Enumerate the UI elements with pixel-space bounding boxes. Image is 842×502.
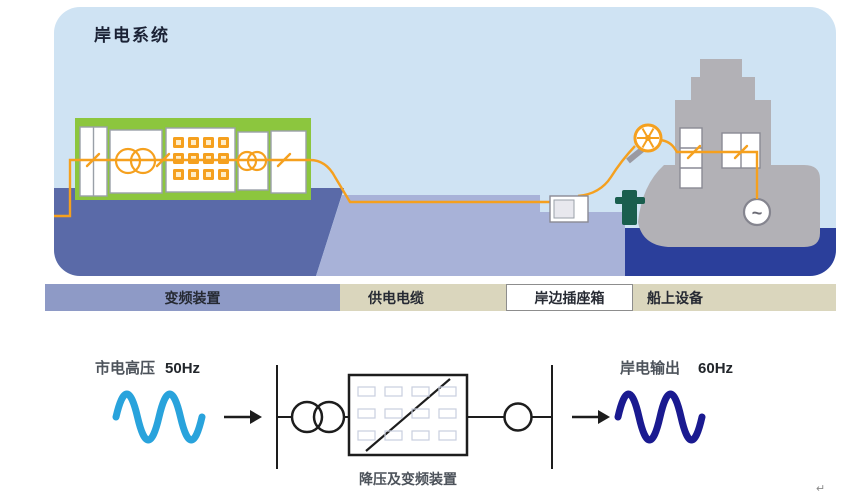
converter-module-centers [176, 140, 226, 177]
transformer-icon [129, 147, 157, 175]
generator-tilde-icon: ~ [752, 203, 763, 223]
converter-internal-pattern [357, 386, 457, 441]
cable-ship-drop [577, 145, 636, 198]
device-label: 降压及变频装置 [359, 471, 457, 487]
output-frequency: 60Hz [698, 360, 734, 377]
transformer-icon [246, 150, 268, 172]
output-filter-icon [503, 402, 533, 432]
dock-platform [54, 188, 344, 276]
equipment-cabinet [109, 129, 163, 194]
pedestal-post [622, 190, 637, 225]
breaker-switch-icon [276, 152, 292, 168]
breaker-switch-icon [733, 144, 749, 160]
legend-label: 变频装置 [164, 289, 221, 306]
output-caption: 岸电输出 60Hz [620, 357, 733, 378]
return-mark: ↵ [816, 483, 826, 495]
connection-pedestal [615, 190, 645, 225]
cable-ship-run [659, 138, 759, 199]
breaker-switch-icon [85, 152, 101, 168]
legend-label: 岸边插座箱 [534, 289, 605, 306]
schematic-graphic [112, 365, 706, 469]
legend-item-supply-cable: 供电电缆 [340, 284, 506, 311]
converter-diagonal [365, 378, 451, 452]
transformer-symbols [114, 147, 268, 175]
legend-bar: 变频装置 供电电缆 岸边插座箱 船上设备 [45, 284, 836, 311]
socket-box-door [553, 199, 575, 219]
flow-arrow [572, 410, 610, 424]
converter-device-symbols [276, 365, 553, 469]
shore-socket-box [549, 195, 589, 223]
legend-item-onboard-equipment: 船上设备 [633, 284, 836, 311]
legend-item-shore-socket-box: 岸边插座箱 [506, 284, 633, 311]
pedestal-bar [615, 197, 645, 204]
transformer-icon [312, 400, 346, 434]
output-wave [614, 390, 706, 444]
transformer-icon [114, 147, 142, 175]
reel-hub [645, 135, 651, 141]
page-title: 岸电系统 [94, 26, 170, 45]
flow-arrow [224, 410, 262, 424]
input-label: 市电高压 [95, 360, 156, 377]
input-wave [112, 390, 206, 444]
breaker-switch-icon [686, 144, 702, 160]
input-caption: 市电高压 50Hz [95, 357, 200, 378]
equipment-cabinet [270, 130, 307, 194]
scene-panel: 岸电系统 [54, 7, 836, 276]
transformer-icon [290, 400, 324, 434]
legend-label: 船上设备 [647, 289, 703, 306]
generator-symbol: ~ [742, 197, 772, 227]
output-label: 岸电输出 [620, 360, 681, 377]
cable-reel [626, 123, 663, 164]
ship-hull [638, 165, 820, 247]
cable-dock-run [54, 158, 550, 218]
schematic: 市电高压 50Hz 降压及变频装置 岸电输出 60Hz [0, 345, 842, 502]
transformer-icon [236, 150, 258, 172]
ship-panel-tall [679, 127, 703, 189]
breaker-switches [85, 144, 749, 168]
breaker-switch-icon [155, 152, 171, 168]
legend-label: 供电电缆 [368, 289, 424, 306]
ship-bridge [691, 77, 755, 103]
legend-item-frequency-converter: 变频装置 [45, 284, 340, 311]
scene-graphic: ~ [54, 7, 836, 276]
quay-platform [316, 195, 625, 276]
power-cable [54, 138, 759, 218]
input-frequency: 50Hz [165, 360, 201, 377]
